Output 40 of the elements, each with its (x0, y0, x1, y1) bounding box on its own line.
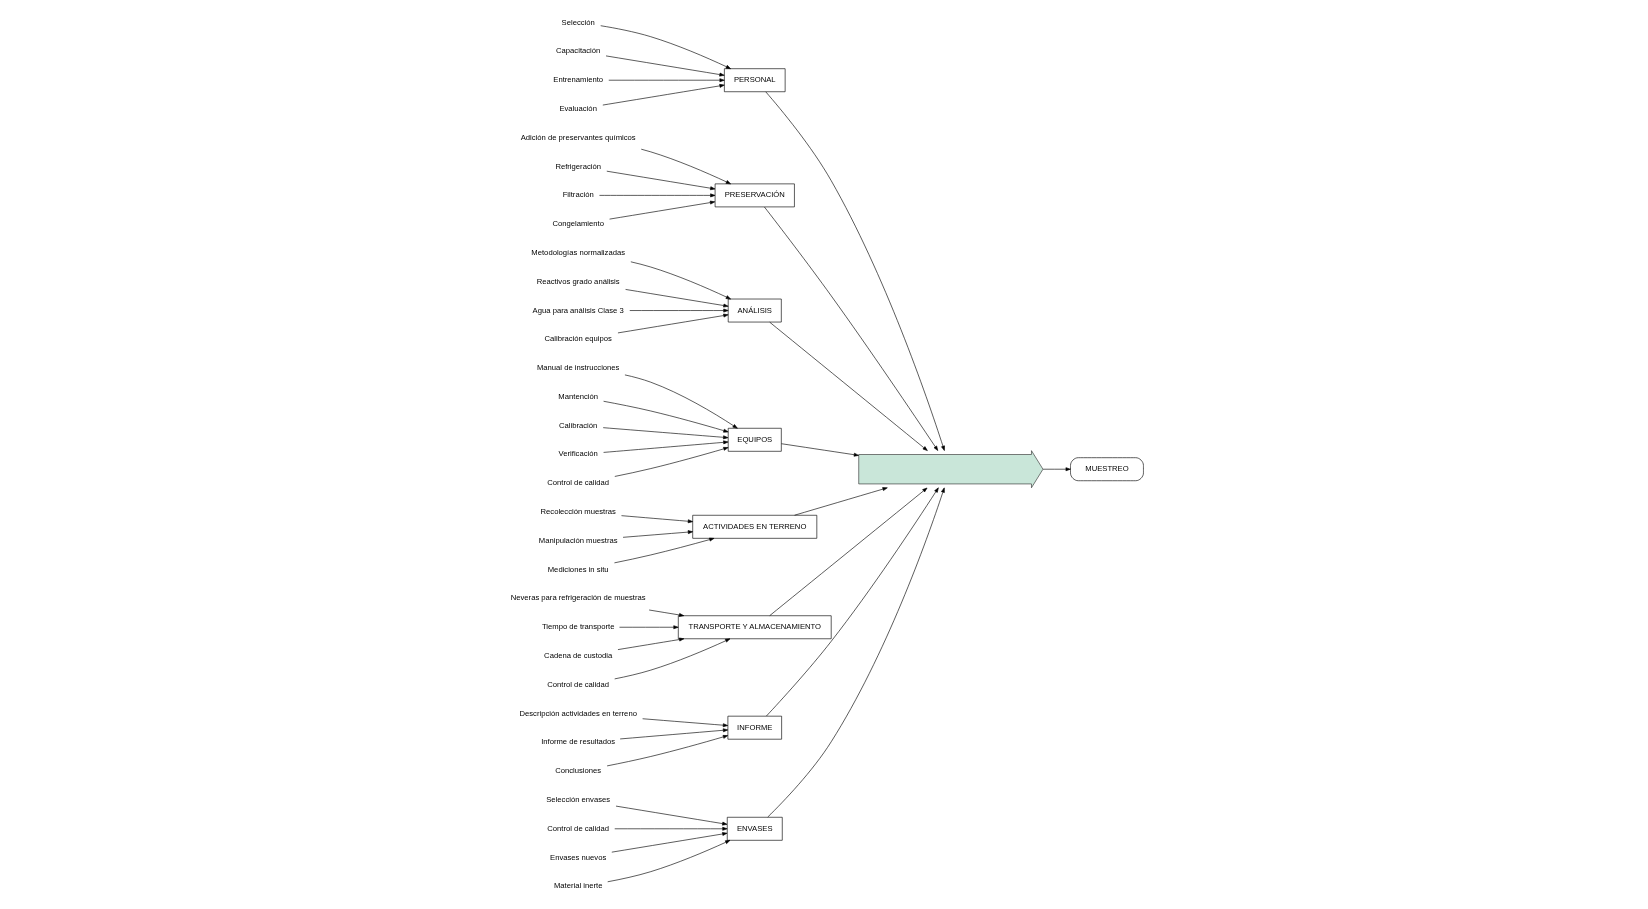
arrow (765, 487, 939, 717)
arrow (602, 84, 725, 106)
arrow (630, 261, 731, 300)
arrow (602, 440, 728, 453)
arrow (610, 832, 727, 853)
arrow (624, 289, 728, 308)
arrow (768, 487, 927, 616)
arrow (617, 637, 684, 650)
arrow (617, 313, 728, 334)
arrow (624, 374, 738, 429)
arrow (768, 321, 928, 451)
arrow (599, 25, 731, 69)
arrow (606, 840, 730, 883)
arrow (764, 91, 945, 451)
arrow (640, 148, 731, 185)
arrow (648, 609, 684, 617)
arrow (613, 638, 730, 680)
arrow (618, 625, 679, 630)
arrow (628, 308, 728, 313)
arrow (622, 530, 693, 538)
arrow (763, 206, 938, 451)
arrow (1042, 467, 1071, 472)
arrow (606, 735, 728, 767)
arrow (602, 427, 728, 440)
arrow (613, 537, 714, 564)
arrow (608, 200, 715, 220)
arrow (602, 400, 728, 433)
arrow (793, 487, 888, 516)
arrow (614, 447, 728, 477)
arrow (605, 170, 715, 191)
arrow (641, 718, 728, 728)
arrow (619, 728, 728, 740)
arrow (615, 805, 727, 826)
arrow (607, 78, 725, 83)
arrow (780, 443, 859, 457)
arrow (605, 55, 725, 77)
arrow (620, 515, 693, 524)
arrow (613, 826, 727, 831)
arrow (766, 487, 945, 818)
arrow (598, 193, 715, 198)
